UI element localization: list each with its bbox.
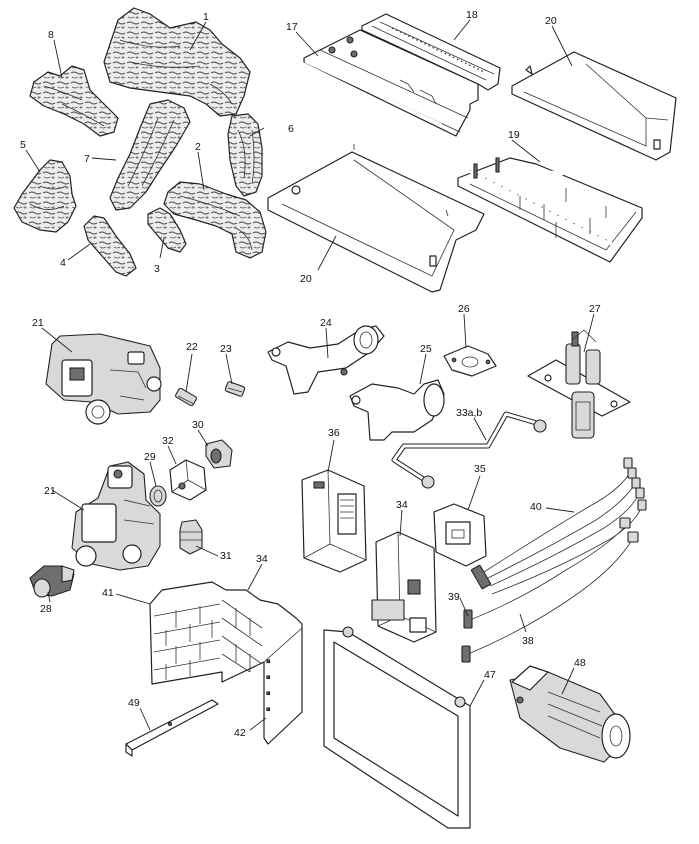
block-32 — [169, 459, 207, 501]
log-2 — [163, 181, 267, 259]
panel-17 — [303, 29, 479, 137]
callout-24: 24 — [320, 317, 332, 329]
leader-lines — [25, 19, 595, 731]
callout-18: 18 — [466, 9, 478, 21]
callout-17: 17 — [286, 21, 298, 33]
log-8 — [29, 65, 119, 137]
callout-29: 29 — [144, 451, 156, 463]
fitting-31 — [179, 519, 203, 555]
blower-48 — [509, 665, 631, 763]
callout-6: 6 — [288, 123, 294, 135]
callout-48: 48 — [574, 657, 586, 669]
gas-valve-21-top — [45, 333, 162, 425]
callout-20-top: 20 — [545, 15, 557, 27]
callout-41: 41 — [102, 587, 114, 599]
callout-32: 32 — [162, 435, 174, 447]
wire-harness-40 — [470, 457, 647, 595]
panel-18 — [361, 13, 501, 91]
log-1 — [103, 7, 251, 117]
callout-21-top: 21 — [32, 317, 44, 329]
panel-19 — [457, 157, 643, 263]
callout-21-lower: 21 — [44, 485, 56, 497]
callout-2: 2 — [195, 141, 201, 153]
callout-20-bottom: 20 — [300, 273, 312, 285]
callout-47: 47 — [484, 669, 496, 681]
callout-35: 35 — [474, 463, 486, 475]
callout-25: 25 — [420, 343, 432, 355]
log-5 — [13, 159, 77, 233]
panel-20-top — [511, 51, 677, 161]
callout-26: 26 — [458, 303, 470, 315]
log-4 — [83, 215, 137, 277]
module-36 — [301, 469, 367, 573]
panel-20-bottom — [267, 144, 485, 293]
burner-tube-25 — [349, 379, 445, 441]
log-7 — [109, 99, 191, 211]
callout-7: 7 — [84, 153, 90, 165]
log-3 — [147, 207, 187, 253]
callout-1: 1 — [203, 11, 209, 23]
burner-tube-24 — [267, 325, 385, 395]
callout-34-module: 34 — [396, 499, 408, 511]
callout-8: 8 — [48, 29, 54, 41]
callout-31: 31 — [220, 550, 232, 562]
callout-3: 3 — [154, 263, 160, 275]
callout-27: 27 — [589, 303, 601, 315]
pilot-assembly-27 — [527, 329, 631, 439]
fitting-23 — [224, 381, 246, 397]
callout-28: 28 — [40, 603, 52, 615]
glass-frame-47 — [323, 626, 471, 829]
log-6 — [227, 113, 263, 197]
elbow-30 — [205, 439, 233, 469]
module-34 — [371, 531, 437, 643]
pilot-tubing-33 — [391, 411, 547, 489]
coupling-29 — [149, 485, 167, 507]
callout-34-liner: 34 — [256, 553, 268, 565]
brick-liner — [149, 581, 303, 745]
callout-23: 23 — [220, 343, 232, 355]
gas-valve-21-lower — [71, 461, 161, 571]
knob-28 — [29, 565, 75, 598]
switch-35 — [433, 503, 487, 567]
callout-36: 36 — [328, 427, 340, 439]
callout-42: 42 — [234, 727, 246, 739]
fitting-22 — [175, 387, 197, 407]
wire-38 — [461, 531, 639, 663]
callout-labels: 1 8 6 5 7 2 3 4 17 18 20 19 20 21 22 23 … — [20, 9, 601, 739]
bar-49 — [125, 699, 219, 757]
callout-33ab: 33a,b — [456, 407, 482, 419]
callout-39: 39 — [448, 591, 460, 603]
callout-30: 30 — [192, 419, 204, 431]
callout-4: 4 — [60, 257, 66, 269]
callout-49: 49 — [128, 697, 140, 709]
gasket-26 — [443, 345, 497, 377]
callout-40: 40 — [530, 501, 542, 513]
callout-5: 5 — [20, 139, 26, 151]
wire-39 — [463, 517, 631, 629]
callout-38: 38 — [522, 635, 534, 647]
callout-22: 22 — [186, 341, 198, 353]
callout-19: 19 — [508, 129, 520, 141]
